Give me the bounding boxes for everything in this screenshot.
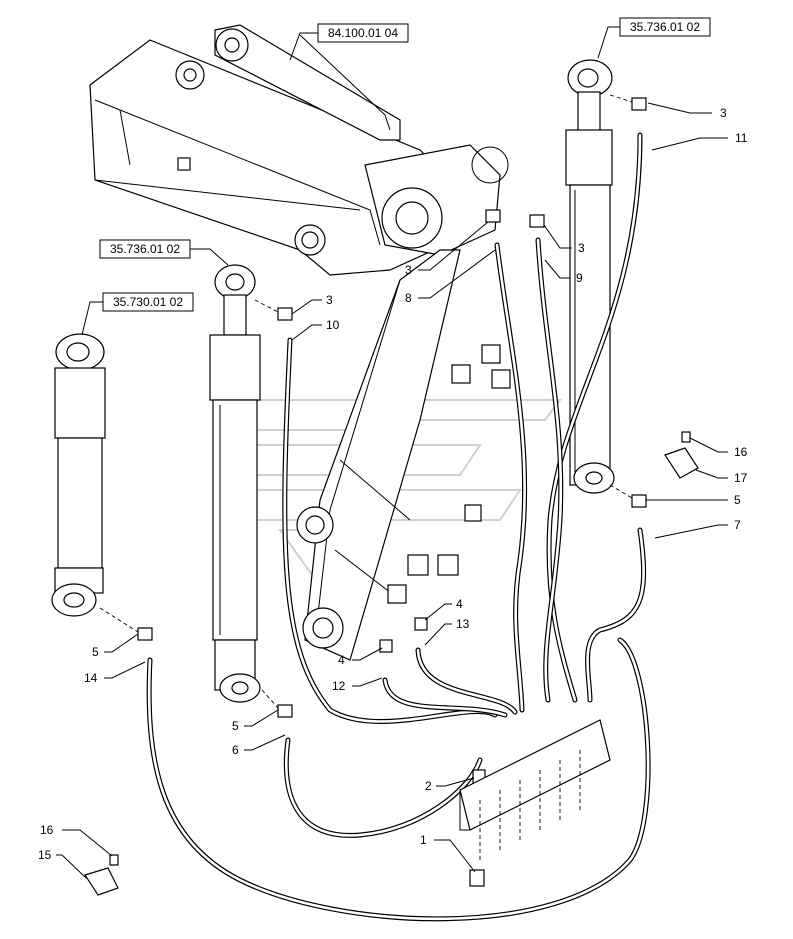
- reference-text: 35.730.01 02: [113, 295, 183, 309]
- callout-17: 17: [734, 471, 748, 485]
- reference-text: 84.100.01 04: [328, 26, 398, 40]
- callout-6: 6: [232, 743, 239, 757]
- callout-13: 13: [456, 617, 470, 631]
- callout-5: 5: [734, 493, 741, 507]
- cylinder-middle: [209, 264, 261, 703]
- callout-2: 2: [425, 779, 432, 793]
- callout-5: 5: [92, 645, 99, 659]
- callout-9: 9: [576, 271, 583, 285]
- reference-box-84-100-01-04: 84.100.01 04: [289, 23, 409, 61]
- reference-text: 35.736.01 02: [630, 20, 700, 34]
- callout-10: 10: [326, 318, 340, 332]
- callout-8: 8: [405, 291, 412, 305]
- callout-3: 3: [720, 106, 727, 120]
- callout-7: 7: [734, 518, 741, 532]
- callout-12: 12: [332, 679, 346, 693]
- cylinder-left: [51, 333, 106, 617]
- callout-1: 1: [420, 833, 427, 847]
- callout-16: 16: [40, 823, 54, 837]
- callouts: 3 11 3 9 3 8 3 10 16 17 5 7 4 13 4 12 5: [38, 102, 748, 879]
- reference-text: 35.736.01 02: [110, 242, 180, 256]
- callout-5: 5: [232, 719, 239, 733]
- callout-16: 16: [734, 445, 748, 459]
- callout-4: 4: [456, 597, 463, 611]
- callout-4: 4: [338, 653, 345, 667]
- fittings: [84, 94, 699, 896]
- callout-15: 15: [38, 848, 52, 862]
- callout-3: 3: [405, 263, 412, 277]
- boom-assembly: [89, 24, 511, 661]
- callout-11: 11: [735, 131, 748, 145]
- callout-3: 3: [578, 241, 585, 255]
- callout-3: 3: [326, 293, 333, 307]
- reference-box-35-736-01-02-top: 35.736.01 02: [597, 17, 711, 59]
- reference-box-35-730-01-02: 35.730.01 02: [81, 292, 194, 336]
- reference-box-35-736-01-02-mid: 35.736.01 02: [99, 239, 229, 266]
- callout-14: 14: [84, 671, 98, 685]
